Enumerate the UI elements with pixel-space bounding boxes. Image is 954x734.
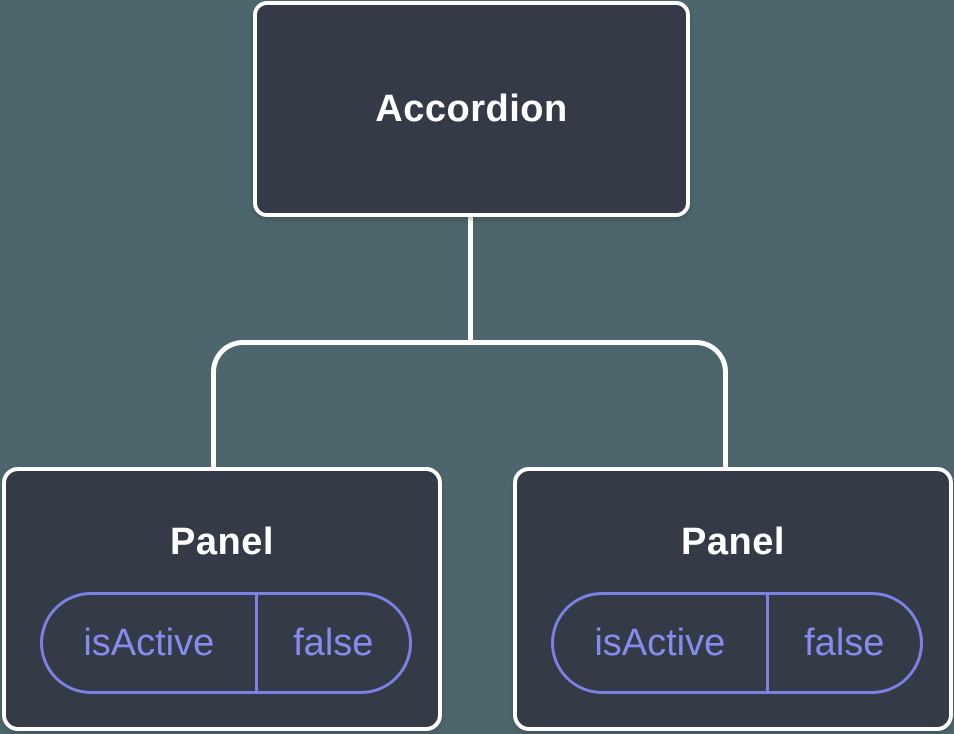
- tree-node-accordion: Accordion: [253, 1, 690, 217]
- tree-node-panel-1: Panel isActive false: [2, 467, 442, 731]
- state-key: isActive: [554, 595, 769, 691]
- tree-node-panel-2: Panel isActive false: [513, 467, 953, 731]
- connector-branch-bracket: [211, 340, 728, 470]
- node-label: Panel: [170, 521, 274, 563]
- connector-root-stem: [468, 216, 473, 345]
- state-pill: isActive false: [551, 592, 923, 694]
- state-value: false: [293, 622, 374, 664]
- node-label: Accordion: [375, 88, 568, 130]
- state-value: false: [804, 622, 885, 664]
- state-key: isActive: [43, 595, 258, 691]
- node-label: Panel: [681, 521, 785, 563]
- state-pill: isActive false: [40, 592, 412, 694]
